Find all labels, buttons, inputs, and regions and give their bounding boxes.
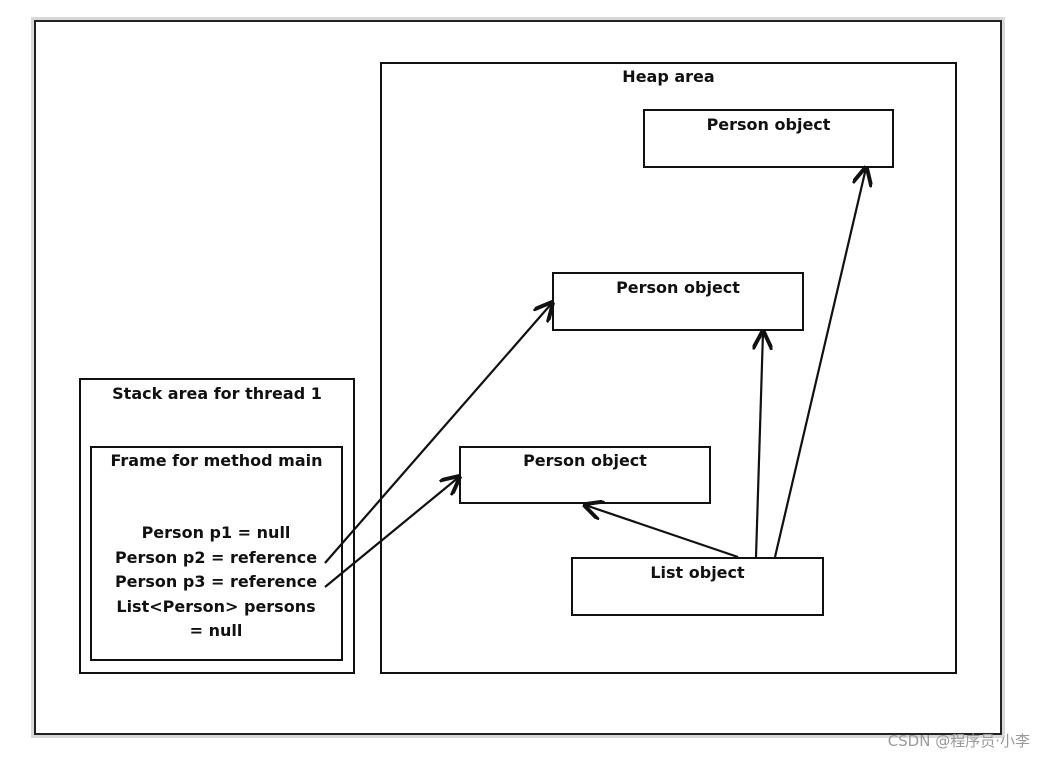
- main-frame-title: Frame for method main: [110, 451, 323, 470]
- frame-line-persons-value: = null: [189, 621, 243, 640]
- person-object-label-3: Person object: [523, 451, 647, 470]
- frame-line-p3: Person p3 = reference: [114, 572, 318, 591]
- frame-line-p1: Person p1 = null: [141, 523, 291, 542]
- watermark: CSDN @程序员·小李: [887, 732, 1030, 750]
- person-object-label-1: Person object: [706, 115, 831, 134]
- person-object-box-1: [643, 109, 894, 168]
- stack-area-title: Stack area for thread 1: [112, 384, 322, 403]
- frame-line-p2: Person p2 = reference: [114, 547, 318, 567]
- frame-variables: Person p1 = null Person p2 = reference P…: [92, 521, 340, 644]
- heap-area-title: Heap area: [622, 67, 715, 86]
- list-object-label: List object: [650, 563, 745, 582]
- person-object-label-2: Person object: [616, 278, 740, 297]
- frame-line-persons: List<Person> persons: [116, 596, 316, 616]
